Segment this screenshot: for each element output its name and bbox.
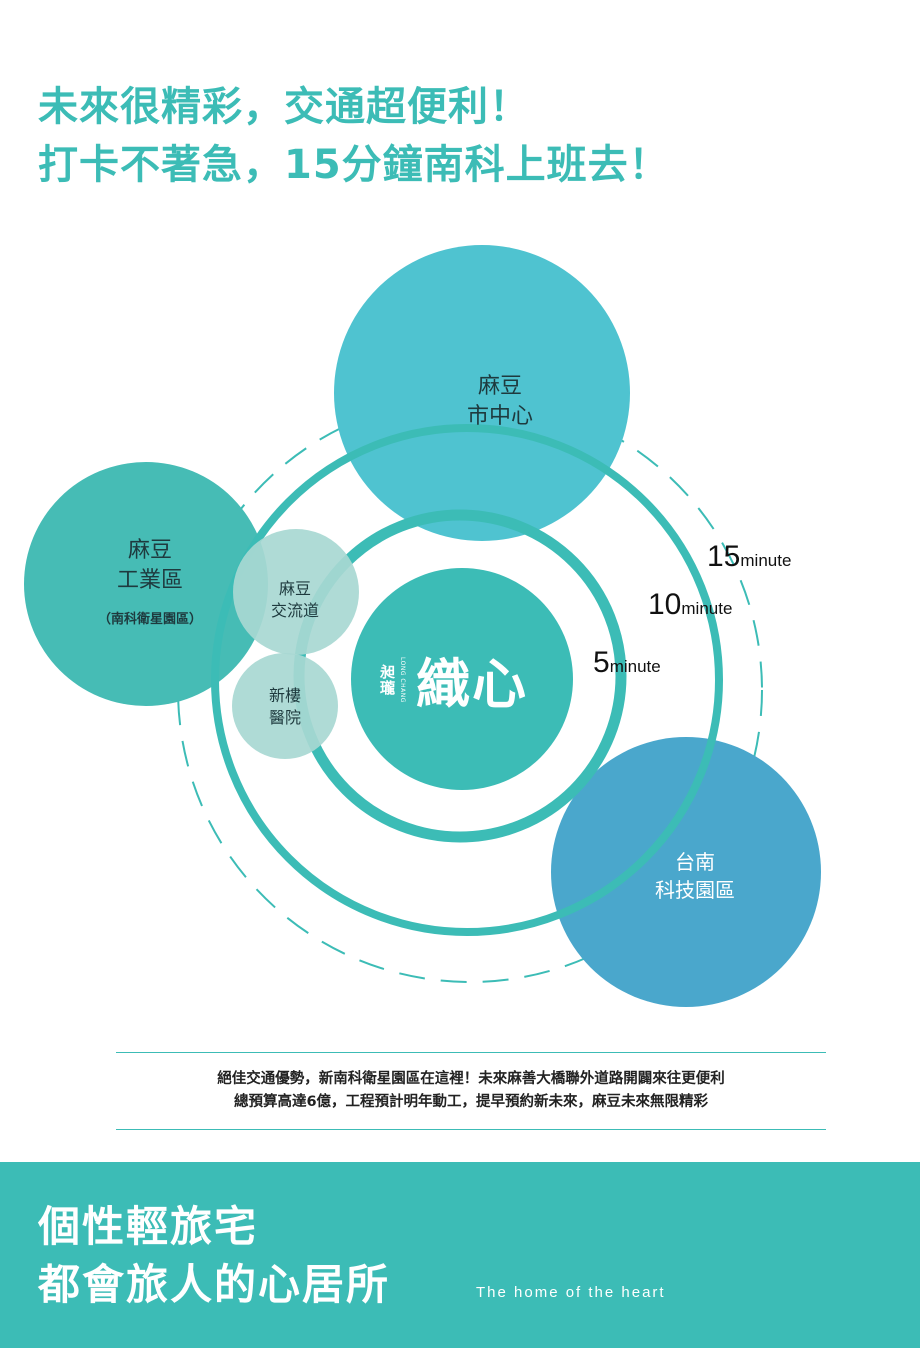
footer-title-line-1: 個性輕旅宅 bbox=[38, 1202, 259, 1251]
brand-title: 織心 bbox=[416, 653, 529, 716]
headline-line-2: 打卡不著急，15分鐘南科上班去！ bbox=[38, 142, 670, 188]
headline-line-1: 未來很精彩，交通超便利！ bbox=[38, 84, 530, 130]
ring-label-5-minute: 5minute bbox=[593, 646, 661, 679]
label-industrial-zone: 麻豆 工業區 （南科衛星園區） bbox=[60, 536, 240, 630]
label-interchange: 麻豆 交流道 bbox=[270, 579, 319, 620]
circle-city-center bbox=[334, 245, 630, 541]
circle-center bbox=[351, 568, 573, 790]
ring-label-15-minute: 15minute bbox=[707, 540, 792, 573]
description-line-2: 總預算高達6億，工程預計明年動工，提早預約新未來，麻豆未來無限精彩 bbox=[233, 1094, 709, 1110]
label-tech-park: 台南 科技園區 bbox=[655, 850, 735, 902]
label-city-center: 麻豆 市中心 bbox=[466, 374, 533, 429]
label-industrial-sub: （南科衛星園區） bbox=[97, 612, 202, 627]
circle-hospital bbox=[232, 653, 338, 759]
brand-latin-name: LONG CHANG bbox=[399, 656, 407, 703]
label-hospital: 新樓 醫院 bbox=[268, 686, 301, 727]
description-line-1: 絕佳交通優勢，新南科衛星園區在這裡！未來麻善大橋聯外道路開闢來往更便利 bbox=[217, 1071, 725, 1087]
commute-diagram bbox=[24, 245, 821, 1007]
circle-industrial-zone bbox=[24, 462, 268, 706]
description-box: 絕佳交通優勢，新南科衛星園區在這裡！未來麻善大橋聯外道路開闢來往更便利 總預算高… bbox=[116, 1052, 826, 1130]
ring-10-minute bbox=[211, 424, 723, 936]
footer-banner: 個性輕旅宅 都會旅人的心居所 The home of the heart bbox=[0, 1162, 920, 1348]
footer-title-line-2: 都會旅人的心居所 bbox=[38, 1260, 391, 1309]
headline: 未來很精彩，交通超便利！ 打卡不著急，15分鐘南科上班去！ bbox=[38, 78, 670, 194]
brand-chinese-name: 昶 瓏 bbox=[380, 662, 396, 697]
footer-tagline: The home of the heart bbox=[476, 1284, 666, 1301]
circle-interchange bbox=[233, 529, 359, 655]
circle-tech-park bbox=[551, 737, 821, 1007]
ring-label-10-minute: 10minute bbox=[648, 588, 733, 621]
footer-title: 個性輕旅宅 都會旅人的心居所 bbox=[38, 1198, 390, 1314]
ring-15-minute bbox=[177, 397, 763, 983]
center-brand-logo: 昶 瓏 LONG CHANG 織心 bbox=[380, 640, 528, 719]
